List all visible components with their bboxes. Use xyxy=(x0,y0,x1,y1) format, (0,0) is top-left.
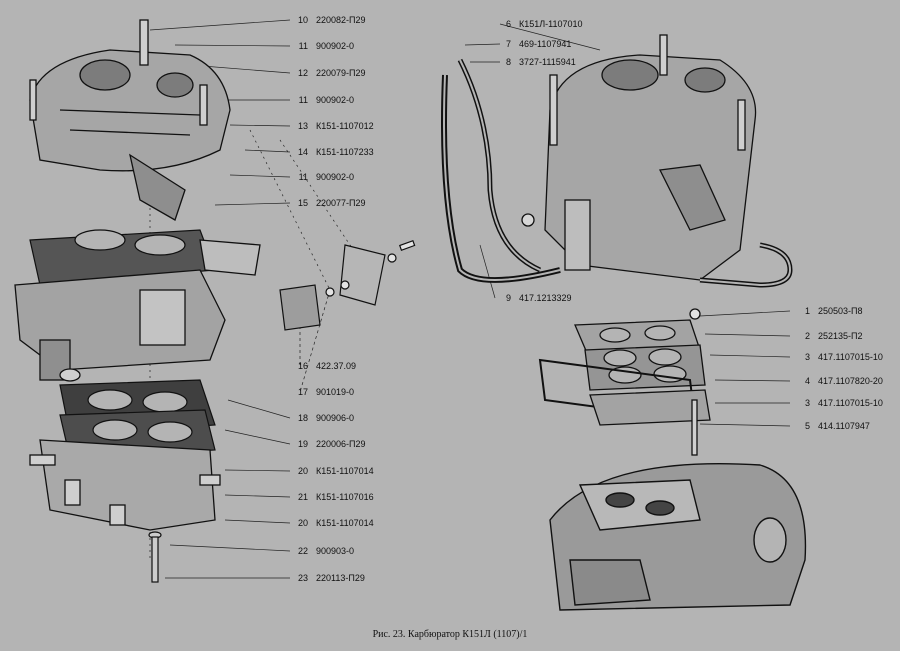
part-number: 417.1107015-10 xyxy=(818,352,883,362)
part-number: 252135-П2 xyxy=(818,331,863,341)
solenoid-valve-parts xyxy=(279,239,416,331)
part-number: 900902-0 xyxy=(316,41,355,51)
callout-number: 15 xyxy=(297,198,308,208)
assembled-carburetor xyxy=(521,34,757,281)
carburetor-body xyxy=(14,239,261,382)
part-number: 469-1107941 xyxy=(519,39,572,49)
part-number: 220006-П29 xyxy=(316,439,366,449)
part-number: 417.1107820-20 xyxy=(818,376,883,386)
callout-number: 12 xyxy=(297,68,308,78)
callout-number: 3 xyxy=(804,352,810,362)
part-number: 900902-0 xyxy=(316,172,355,182)
callout-number: 19 xyxy=(297,439,308,449)
screw xyxy=(148,531,162,583)
callout-number: 14 xyxy=(297,147,308,157)
part-number: К151-1107016 xyxy=(316,492,374,502)
part-number: 414.1107947 xyxy=(818,421,870,431)
part-number: К151-1107014 xyxy=(316,466,374,476)
leader-lines xyxy=(149,19,791,579)
callout-number: 20 xyxy=(297,466,308,476)
callout-number: 3 xyxy=(804,398,810,408)
callout-number: 11 xyxy=(298,172,308,182)
part-number: 901019-0 xyxy=(316,387,355,397)
callout-number: 23 xyxy=(297,573,308,583)
throttle-body xyxy=(29,439,221,531)
callout-number: 8 xyxy=(505,57,511,67)
part-number: 220079-П29 xyxy=(316,68,366,78)
part-number: К151Л-1107010 xyxy=(519,19,583,29)
callout-number: 17 xyxy=(297,387,308,397)
part-number: 900902-0 xyxy=(316,95,355,105)
callout-number: 2 xyxy=(804,331,810,341)
part-number: 422.37.09 xyxy=(316,361,357,371)
carburetor-top-cover xyxy=(29,19,231,221)
part-number: 900906-0 xyxy=(316,413,355,423)
part-number: 220113-П29 xyxy=(316,573,365,583)
callout-number: 16 xyxy=(297,361,308,371)
part-number: К151-1107012 xyxy=(316,121,374,131)
part-number: 417.1107015-10 xyxy=(818,398,883,408)
part-number: 220082-П29 xyxy=(316,15,366,25)
mounting-gaskets xyxy=(538,308,711,456)
callout-number: 9 xyxy=(505,293,511,303)
callout-number: 4 xyxy=(804,376,810,386)
callout-number: 11 xyxy=(298,41,308,51)
callout-number: 10 xyxy=(297,15,308,25)
part-number: 417.1213329 xyxy=(519,293,572,303)
part-number: 3727-1115941 xyxy=(519,57,576,67)
callout-number: 6 xyxy=(505,19,511,29)
callout-number: 5 xyxy=(804,421,810,431)
intake-manifold xyxy=(549,462,807,611)
callout-number: 22 xyxy=(297,546,308,556)
callout-number: 20 xyxy=(297,518,308,528)
part-number: 250503-П8 xyxy=(818,306,863,316)
callout-number: 11 xyxy=(298,95,308,105)
lower-gaskets xyxy=(59,379,216,459)
part-number: 900903-0 xyxy=(316,546,355,556)
part-number: 220077-П29 xyxy=(316,198,366,208)
part-number: К151-1107014 xyxy=(316,518,374,528)
callout-number: 7 xyxy=(505,39,511,49)
figure-caption: Рис. 23. Карбюратор К151Л (1107)/1 xyxy=(372,629,528,640)
callout-number: 21 xyxy=(297,492,308,502)
callout-number: 13 xyxy=(297,121,308,131)
callout-number: 18 xyxy=(297,413,308,423)
callout-number: 1 xyxy=(804,306,810,316)
part-number: К151-1107233 xyxy=(316,147,374,157)
